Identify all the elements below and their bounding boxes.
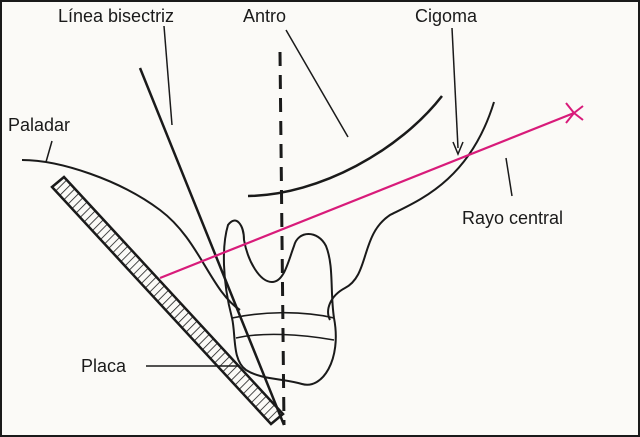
palate-contour xyxy=(21,159,241,311)
tooth-cej-line xyxy=(231,311,335,319)
palate-leader xyxy=(45,140,53,163)
central-ray-leader xyxy=(505,157,513,197)
label-central-ray: Rayo central xyxy=(462,208,563,228)
tooth-outline xyxy=(222,219,337,386)
label-palate: Paladar xyxy=(8,115,70,135)
tooth-crown-line xyxy=(235,333,335,341)
zygoma-ridge-curve xyxy=(327,101,495,321)
label-plate: Placa xyxy=(81,356,127,376)
zygoma-leader xyxy=(451,27,459,149)
label-bisector: Línea bisectriz xyxy=(58,6,174,26)
bisector-line xyxy=(138,67,286,426)
antrum-leader xyxy=(285,29,349,138)
zygoma-arrow-icon xyxy=(452,141,464,156)
label-zygoma: Cigoma xyxy=(415,6,478,26)
central-ray-tail-icon xyxy=(565,102,584,124)
label-antrum: Antro xyxy=(243,6,286,26)
bisector-leader xyxy=(163,25,173,126)
antrum-curve xyxy=(247,95,443,198)
film-plate xyxy=(50,175,285,426)
tooth-axis-dashed-line xyxy=(278,51,286,426)
central-ray-line xyxy=(159,111,575,280)
